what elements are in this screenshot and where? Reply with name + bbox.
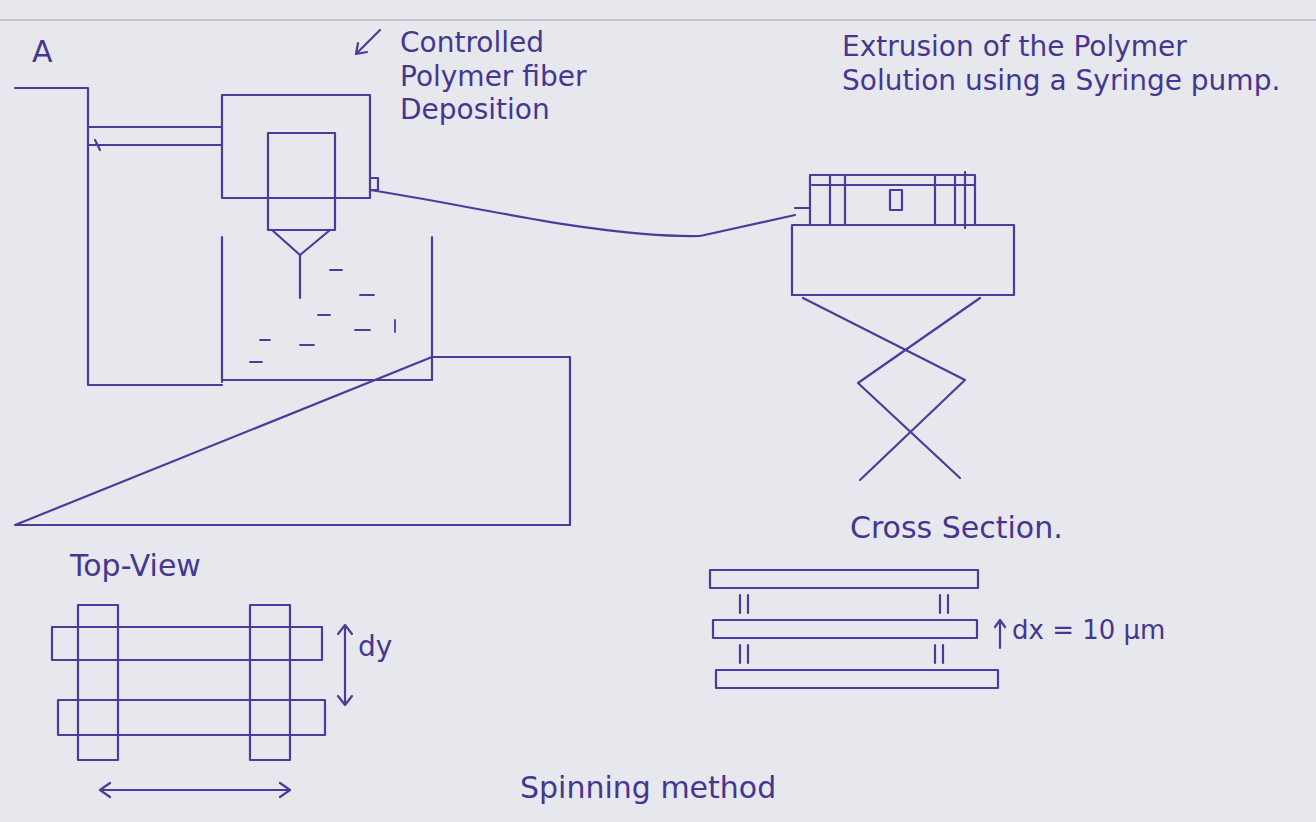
scissor-lift xyxy=(803,298,980,480)
nozzle xyxy=(272,230,330,298)
head-label: Controlled Polymer fiber Deposition xyxy=(400,26,640,127)
leader-line xyxy=(356,30,380,54)
fiber-y xyxy=(78,605,118,760)
fiber-layer xyxy=(716,670,998,688)
dimension-label: dx = 10 μm xyxy=(1012,615,1165,646)
pump-body xyxy=(792,225,1014,295)
method-label: Spinning method xyxy=(520,770,776,806)
fiber-x xyxy=(52,627,322,660)
view-title: Top-View xyxy=(70,548,201,584)
deposition-head xyxy=(222,95,370,198)
dx-arrow xyxy=(100,783,290,797)
machine-frame xyxy=(15,88,570,525)
gantry-arm xyxy=(88,127,222,150)
dy-arrow xyxy=(338,625,352,705)
pump-platform xyxy=(792,294,1012,296)
page-rule xyxy=(0,19,1316,21)
corner-letter: A xyxy=(32,34,53,70)
dx-marker xyxy=(995,620,1005,648)
nozzle-holder xyxy=(268,133,335,230)
syringe-parts xyxy=(795,172,975,228)
bath-walls xyxy=(222,237,432,382)
head-clip xyxy=(370,178,378,190)
feed-tube xyxy=(370,190,795,236)
dimension-label: dy xyxy=(358,630,392,664)
fiber-layer xyxy=(713,620,977,638)
spacer-marks xyxy=(740,595,948,663)
fiber-layer xyxy=(710,570,978,588)
syringe-barrel xyxy=(810,175,975,225)
liquid-marks xyxy=(250,270,395,362)
pump-label: Extrusion of the Polymer Solution using … xyxy=(842,30,1302,97)
fiber-x xyxy=(58,700,325,735)
fiber-y xyxy=(250,605,290,760)
view-title: Cross Section. xyxy=(850,510,1063,546)
